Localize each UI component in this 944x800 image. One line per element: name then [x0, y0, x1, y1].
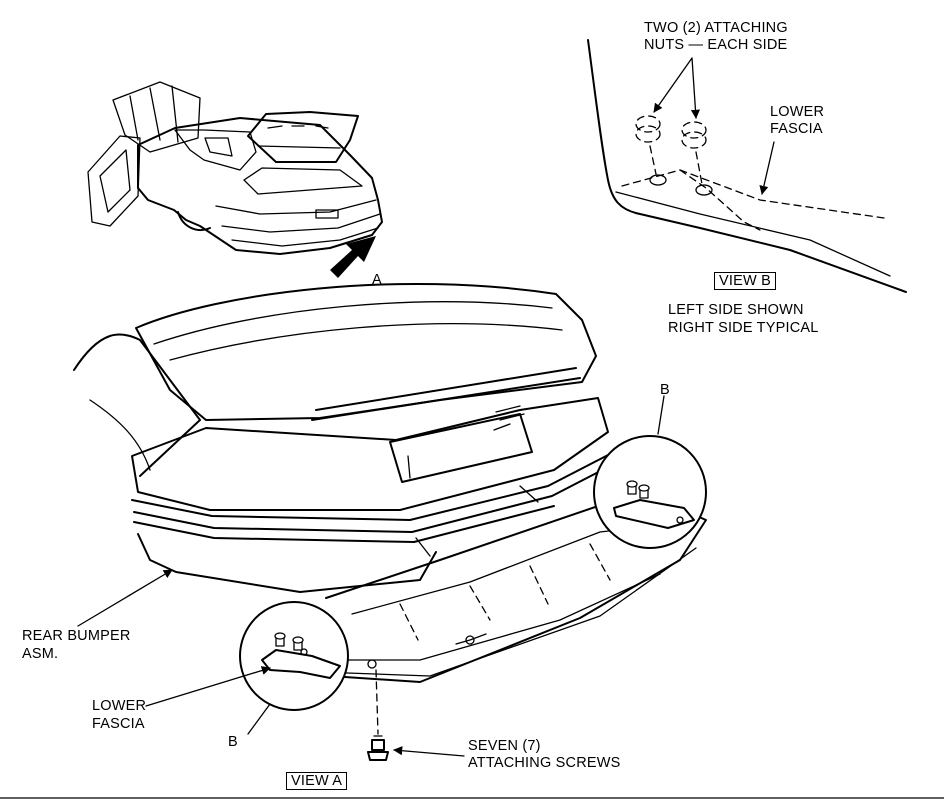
lower-fascia-leader-arrow: [145, 666, 271, 707]
callout-b-right: B: [660, 382, 670, 398]
view-a-title: VIEW A: [286, 772, 348, 790]
view-b-detail-illustration: [587, 39, 907, 293]
detail-circle-left: [239, 601, 349, 735]
view-a-arrow-label: A: [372, 272, 382, 288]
view-b-title: VIEW B: [714, 272, 776, 290]
view-b-fascia-label-line2: FASCIA: [770, 121, 823, 137]
detail-circle-right: [593, 395, 707, 549]
view-b-note-line1: LEFT SIDE SHOWN: [668, 302, 804, 318]
view-b-note-line2: RIGHT SIDE TYPICAL: [668, 320, 819, 336]
screws-label-line2: ATTACHING SCREWS: [468, 755, 621, 771]
rear-bumper-label-line1: REAR BUMPER: [22, 628, 131, 644]
bumper-leader-arrow: [77, 569, 173, 627]
car-overview-illustration: [87, 81, 383, 278]
view-b-nuts-callout-line2: NUTS — EACH SIDE: [644, 37, 788, 53]
rear-bumper-label-line2: ASM.: [22, 646, 59, 662]
screws-label-line1: SEVEN (7): [468, 738, 541, 754]
lower-fascia-label-line2: FASCIA: [92, 716, 145, 732]
view-b-fascia-label-line1: LOWER: [770, 104, 825, 120]
callout-b-left: B: [228, 734, 238, 750]
rear-bumper-illustration: [73, 282, 707, 761]
lower-fascia-label-line1: LOWER: [92, 698, 147, 714]
view-b-nuts-callout-line1: TWO (2) ATTACHING: [644, 20, 788, 36]
